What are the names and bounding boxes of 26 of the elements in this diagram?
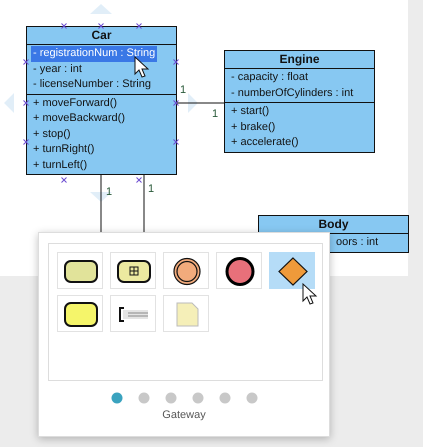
attribute-text: oors : int — [336, 235, 378, 250]
attribute-text: - numberOfCylinders : int — [231, 86, 354, 100]
multiplicity-label: 1 — [106, 186, 112, 198]
operation-text: + stop() — [33, 126, 71, 142]
uml-class-box — [224, 50, 375, 152]
attribute-text: - registrationNum : String — [31, 46, 158, 62]
attribute-text: - licenseNumber : String — [33, 77, 151, 92]
palette-caption: Gateway — [162, 409, 206, 421]
association-line — [176, 102, 224, 104]
operation-text: + brake() — [231, 120, 276, 134]
multiplicity-label: 1 — [148, 183, 154, 195]
uml-class-box — [26, 26, 177, 175]
operation-text: + moveBackward() — [33, 111, 126, 126]
association-line — [100, 174, 102, 232]
operation-text: + start() — [231, 104, 270, 119]
operation-text: + accelerate() — [231, 135, 299, 150]
operation-text: + turnRight() — [33, 142, 94, 157]
attribute-text: - year : int — [33, 62, 82, 76]
operation-text: + turnLeft() — [33, 158, 88, 172]
class-name: Car — [91, 27, 112, 44]
attribute-text: - capacity : float — [231, 70, 308, 85]
operation-text: + moveForward() — [33, 96, 118, 110]
multiplicity-label: 1 — [180, 84, 186, 96]
class-name: Body — [318, 216, 348, 233]
class-name: Engine — [279, 51, 320, 68]
multiplicity-label: 1 — [212, 108, 218, 120]
